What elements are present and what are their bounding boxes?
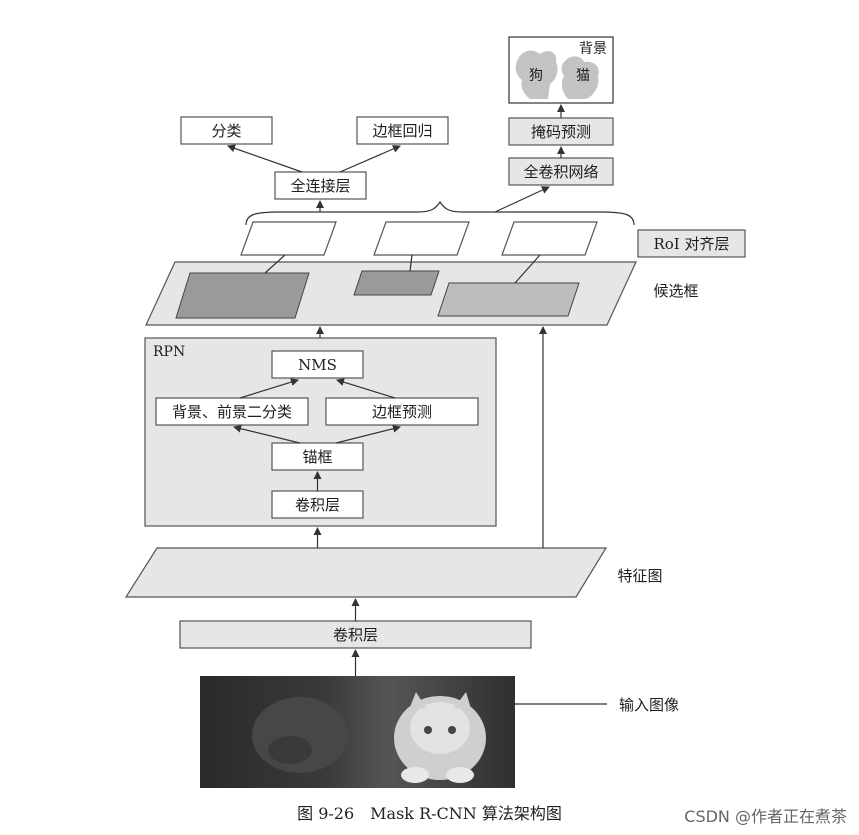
anchors-node: 锚框 [272, 443, 363, 470]
roi-align-label: RoI 对齐层 [653, 235, 729, 253]
csdn-watermark: CSDN @作者正在煮茶 [684, 803, 847, 827]
bbox-regression-node: 边框回归 [357, 117, 448, 144]
anchors-label: 锚框 [302, 448, 332, 466]
input-image-label: 输入图像 [619, 696, 679, 714]
proposal-region-1 [176, 273, 309, 318]
feature-map-plane [126, 548, 606, 597]
nms-node: NMS [272, 351, 363, 378]
mask-prediction-node: 掩码预测 [509, 118, 613, 145]
rpn-cls-node: 背景、前景二分类 [156, 398, 308, 425]
fc-layer-label: 全连接层 [290, 177, 350, 195]
rpn-title: RPN [153, 344, 185, 360]
roi-window-2 [374, 222, 469, 255]
mask-label-dog: 狗 [529, 68, 543, 84]
roi-window-1 [241, 222, 336, 255]
roi-align-node: RoI 对齐层 [638, 230, 745, 257]
mask-label-background: 背景 [579, 41, 607, 57]
rpn-bbox-node: 边框预测 [326, 398, 478, 425]
rpn-cls-label: 背景、前景二分类 [172, 403, 292, 421]
fcn-node: 全卷积网络 [509, 158, 613, 185]
input-image [200, 676, 515, 788]
feature-map-label: 特征图 [617, 567, 662, 585]
classification-node: 分类 [181, 117, 272, 144]
rpn-conv-node: 卷积层 [272, 491, 363, 518]
rpn-bbox-label: 边框预测 [372, 403, 432, 421]
backbone-conv-label: 卷积层 [333, 626, 378, 644]
edge-fc-to-classification [228, 146, 302, 172]
edge-fc-to-bbox [340, 146, 400, 172]
proposals-label: 候选框 [653, 282, 698, 300]
roi-window-3 [502, 222, 597, 255]
mask-output-image: 背景 狗 猫 [509, 37, 613, 103]
proposal-region-2 [354, 271, 439, 295]
bbox-regression-label: 边框回归 [372, 122, 432, 140]
rpn-conv-label: 卷积层 [295, 496, 340, 514]
classification-label: 分类 [211, 122, 241, 140]
backbone-conv-node: 卷积层 [180, 621, 531, 648]
mask-prediction-label: 掩码预测 [531, 123, 591, 141]
nms-label: NMS [298, 356, 337, 374]
fcn-label: 全卷积网络 [523, 163, 598, 181]
edge-brace-to-fcn [495, 187, 549, 212]
proposal-region-3 [438, 283, 579, 316]
mask-label-cat: 猫 [576, 68, 590, 84]
fc-layer-node: 全连接层 [275, 172, 366, 199]
